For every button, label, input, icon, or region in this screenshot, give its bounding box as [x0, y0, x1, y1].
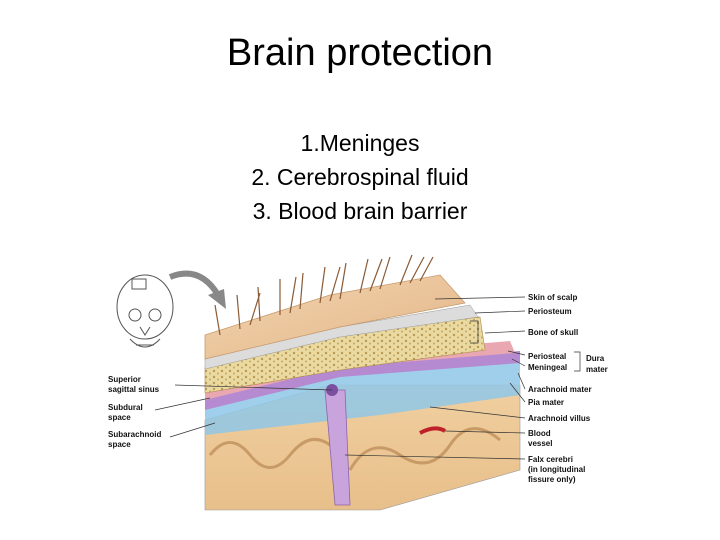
dura-bracket [574, 351, 581, 372]
label-falx-cerebri: Falx cerebri [528, 455, 573, 464]
label-blood: Blood [528, 429, 551, 438]
meninges-diagram: Skin of scalp Periosteum Bone of skull P… [108, 255, 608, 511]
falx-cerebri [324, 389, 351, 506]
label-meningeal: Meningeal [528, 363, 567, 372]
arachnoid-layer [205, 351, 520, 410]
label-subarachnoid: Subarachnoid [108, 430, 161, 439]
list-item-csf: 2. Cerebrospinal fluid [251, 164, 469, 190]
pointer-arrow-head [208, 289, 226, 309]
protection-list: 1.Meninges 2. Cerebrospinal fluid 3. Blo… [0, 126, 720, 228]
label-sagittal-sinus: sagittal sinus [108, 385, 160, 394]
blood-vessel [419, 426, 447, 435]
label-arachnoid-villus: Arachnoid villus [528, 414, 591, 423]
bone-bracket [470, 320, 479, 344]
label-skin-of-scalp: Skin of scalp [528, 293, 577, 302]
skull-sketch [116, 274, 174, 348]
leader-lines-right [344, 296, 526, 460]
labels-right: Skin of scalp Periosteum Bone of skull P… [528, 293, 608, 484]
gyri-folds [208, 427, 501, 471]
list-item-meninges: 1.Meninges [300, 130, 420, 156]
label-subdural-space: space [108, 413, 131, 422]
scalp-layer [204, 274, 466, 360]
label-superior: Superior [108, 375, 141, 384]
label-dura: Dura [586, 354, 605, 363]
label-subarachnoid-space: space [108, 440, 131, 449]
hair [214, 255, 434, 336]
label-periosteum: Periosteum [528, 307, 572, 316]
pointer-arrow [168, 270, 221, 297]
label-mater: mater [586, 365, 608, 374]
label-bone-of-skull: Bone of skull [528, 328, 578, 337]
label-pia-mater: Pia mater [528, 398, 564, 407]
labels-left: Superior sagittal sinus Subdural space S… [108, 375, 161, 449]
label-fissure-only: fissure only) [528, 475, 576, 484]
label-periosteal: Periosteal [528, 352, 566, 361]
slide-title: Brain protection [226, 32, 494, 74]
list-item-bbb: 3. Blood brain barrier [252, 198, 468, 224]
leader-lines-left [154, 384, 333, 438]
subarachnoid-space [205, 360, 520, 435]
label-subdural: Subdural [108, 403, 143, 412]
label-vessel: vessel [528, 439, 552, 448]
label-in-longitudinal: (in longitudinal [528, 465, 585, 474]
label-arachnoid-mater: Arachnoid mater [528, 385, 592, 394]
